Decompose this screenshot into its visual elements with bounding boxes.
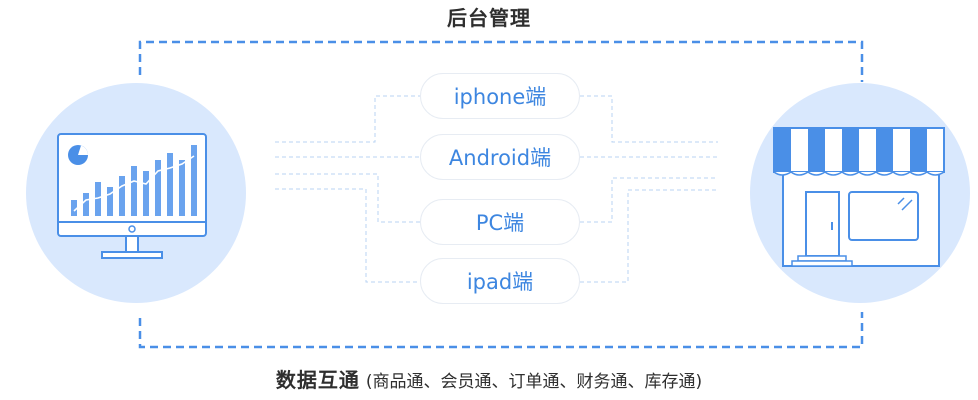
platform-pill-pc: PC端 [420, 199, 580, 245]
top-title: 后台管理 [447, 6, 531, 30]
monitor-chart-icon [26, 83, 246, 303]
connectors-left [275, 95, 420, 283]
bottom-title: 数据互通(商品通、会员通、订单通、财务通、库存通) [0, 364, 978, 393]
connectors-right [580, 95, 718, 283]
platform-pill-ipad: ipad端 [420, 258, 580, 304]
sync-loop-bottom [138, 312, 864, 349]
bottom-title-main: 数据互通 [275, 368, 360, 392]
platform-pill-iphone: iphone端 [420, 73, 580, 119]
platform-pill-android: Android端 [420, 134, 580, 180]
storefront-icon [750, 83, 970, 303]
sync-loop-top [138, 40, 864, 82]
bottom-title-sub: (商品通、会员通、订单通、财务通、库存通) [365, 372, 703, 392]
